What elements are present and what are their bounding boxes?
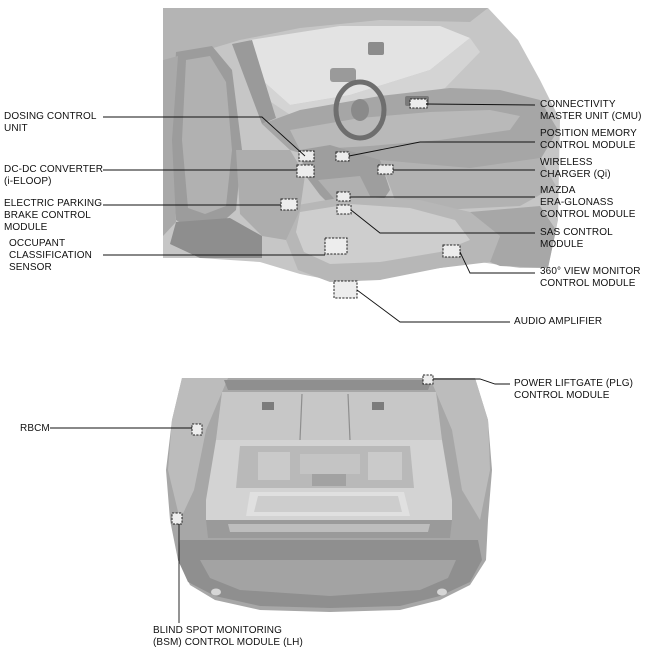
label-position-memory: POSITION MEMORY CONTROL MODULE (540, 128, 637, 151)
label-audio-amplifier: AUDIO AMPLIFIER (514, 316, 603, 327)
module-wireless (377, 164, 394, 175)
label-era-glonass: MAZDA ERA-GLONASS CONTROL MODULE (540, 185, 636, 220)
module-bsm (171, 512, 183, 525)
upper-module-markers (280, 98, 461, 299)
module-cmu (409, 98, 428, 109)
rear-cargo-illustration (166, 378, 492, 612)
label-360-view-monitor: 360° VIEW MONITOR CONTROL MODULE (540, 266, 641, 289)
module-plg (422, 374, 434, 385)
module-ocs (324, 237, 348, 255)
module-dcdc (296, 164, 315, 178)
module-position-memory (335, 151, 350, 162)
module-sas (336, 204, 352, 215)
cabin-interior-illustration (163, 8, 560, 283)
label-occupant-classification: OCCUPANT CLASSIFICATION SENSOR (9, 238, 92, 273)
module-amp (333, 280, 358, 299)
label-dosing-control-unit: DOSING CONTROL UNIT (4, 111, 97, 134)
label-bsm-control-module: BLIND SPOT MONITORING (BSM) CONTROL MODU… (153, 625, 303, 648)
label-electric-parking-brake: ELECTRIC PARKING BRAKE CONTROL MODULE (4, 198, 103, 233)
module-360 (442, 244, 461, 258)
label-cmu: CONNECTIVITY MASTER UNIT (CMU) (540, 99, 642, 122)
label-power-liftgate: POWER LIFTGATE (PLG) CONTROL MODULE (514, 378, 634, 401)
lower-leader-lines (50, 378, 510, 623)
label-sas-control: SAS CONTROL MODULE (540, 227, 613, 250)
upper-leader-lines (103, 103, 536, 323)
module-era (336, 191, 351, 202)
lower-module-markers (171, 374, 434, 525)
label-wireless-charger: WIRELESS CHARGER (Qi) (540, 157, 611, 180)
label-rbcm: RBCM (20, 423, 50, 434)
label-dc-dc-converter: DC-DC CONVERTER (i-ELOOP) (4, 164, 104, 187)
module-dosing (298, 150, 315, 162)
module-epb (280, 198, 298, 211)
module-rbcm (191, 423, 203, 436)
